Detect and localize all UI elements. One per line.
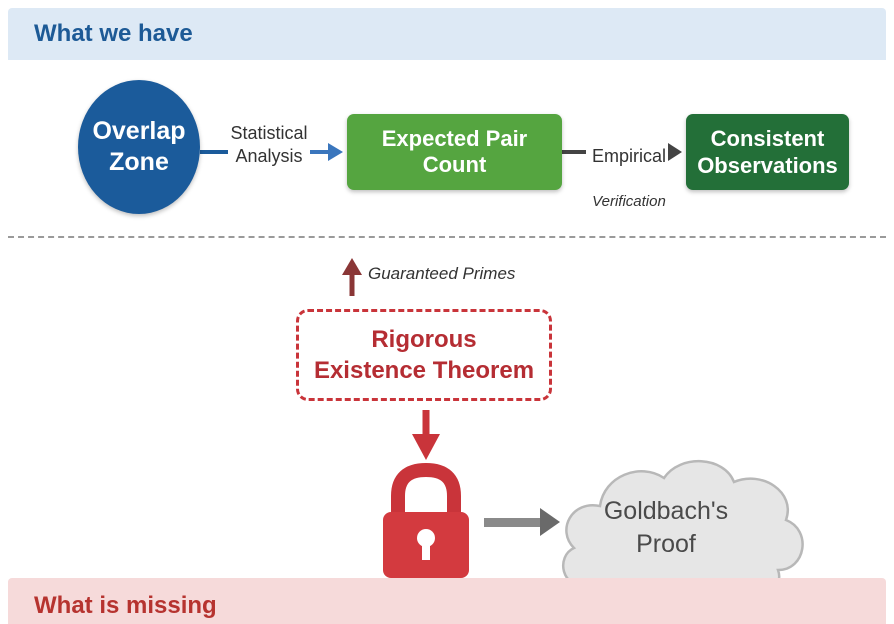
what-is-missing-header: What is missing	[8, 578, 886, 624]
overlap-zone-node: Overlap Zone	[78, 80, 200, 214]
section-divider	[8, 236, 886, 238]
empirical-label: Empirical	[591, 146, 666, 167]
what-is-missing-title: What is missing	[34, 592, 217, 619]
verification-label: Verification	[592, 193, 666, 211]
arrow-right-icon	[484, 508, 560, 536]
expected-pair-count-node: Expected Pair Count	[347, 114, 562, 190]
overlap-zone-label: Overlap Zone	[92, 116, 186, 176]
goldbach-proof-label: Goldbach's Proof	[603, 497, 729, 558]
arrow-right-icon	[310, 143, 343, 161]
what-we-have-title: What we have	[34, 20, 193, 47]
rigorous-existence-theorem-node: Rigorous Existence Theorem	[296, 309, 552, 401]
statistical-analysis-label: Statistical Analysis	[230, 123, 308, 167]
consistent-observations-label: Consistent Observations	[697, 125, 838, 179]
expected-pair-count-label: Expected Pair Count	[381, 126, 528, 177]
arrow-up-icon	[342, 258, 362, 296]
consistent-observations-node: Consistent Observations	[686, 114, 849, 190]
what-we-have-header: What we have	[8, 8, 886, 60]
rigorous-existence-theorem-label: Rigorous Existence Theorem	[313, 325, 535, 384]
arrow-right-icon	[668, 143, 682, 161]
lock-icon	[383, 462, 469, 578]
guaranteed-primes-label: Guaranteed Primes	[368, 264, 516, 283]
empirical-verification-label: Empirical Verification	[588, 122, 670, 235]
arrow-down-icon	[412, 410, 440, 460]
